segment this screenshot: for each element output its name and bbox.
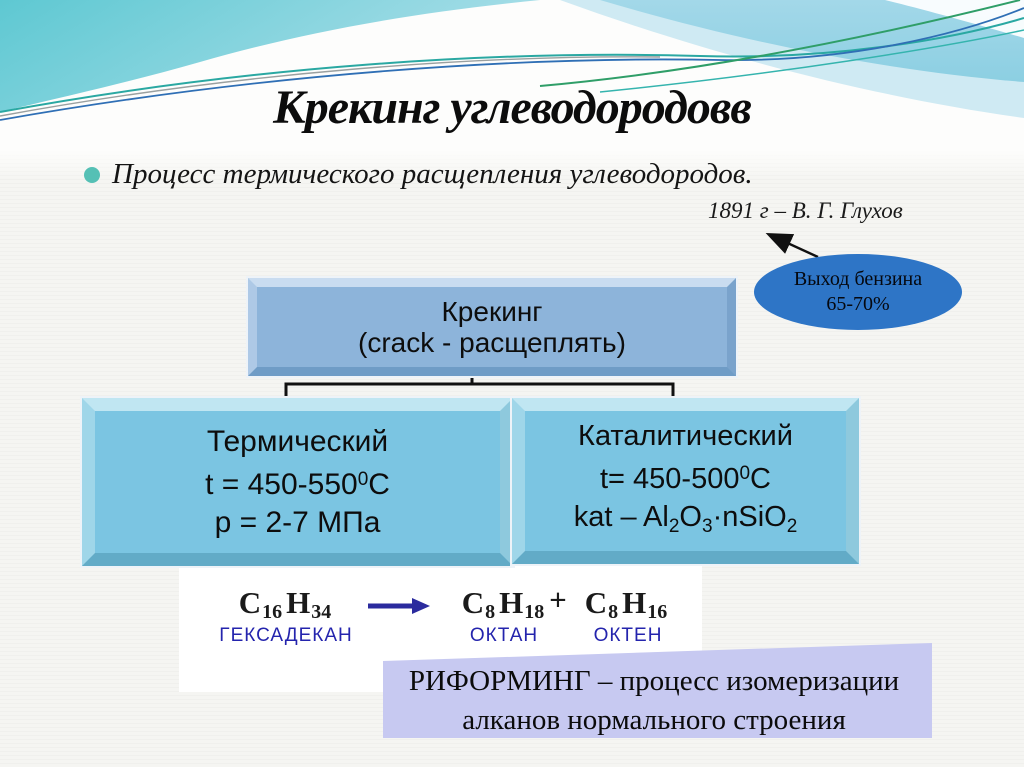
superscript-zero: 0 (357, 468, 369, 490)
bullet-row: Процесс термического расщепления углевод… (84, 158, 753, 191)
root-box-line2: (crack - расщеплять) (358, 327, 626, 358)
benzine-yield-ellipse: Выход бензина 65-70% (754, 254, 962, 330)
reforming-line2: алканов нормального строения (462, 704, 846, 736)
product2-label: ОКТЕН (593, 625, 663, 646)
cracking-root-box: Крекинг (crack - расщеплять) (248, 278, 736, 376)
product1-label: ОКТАН (469, 625, 539, 646)
thermal-pressure: p = 2-7 МПа (214, 505, 381, 539)
catalytic-cracking-box: Каталитический t= 450-5000С kat – Al2O3·… (512, 398, 859, 564)
attribution-text: 1891 г – В. Г. Глухов (708, 198, 903, 223)
reaction-arrow-icon (368, 598, 430, 614)
plus-sign: + (549, 582, 567, 617)
superscript-zero: 0 (739, 462, 751, 484)
catalytic-title: Каталитический (578, 419, 793, 452)
bullet-icon (84, 166, 100, 183)
reactant-label: ГЕКСАДЕКАН (219, 625, 353, 646)
attribution-arrow-icon (765, 233, 819, 259)
reforming-line1: РИФОРМИНГ – процесс изомеризации (408, 665, 900, 697)
thermal-title: Термический (206, 424, 389, 458)
slide-title: Крекинг углеводородовв (273, 81, 752, 135)
root-box-line1: Крекинг (441, 296, 543, 327)
yield-line2: 65-70% (826, 293, 890, 315)
yield-line1: Выход бензина (793, 268, 923, 290)
thermal-cracking-box: Термический t = 450-5500С p = 2-7 МПа (82, 398, 513, 566)
catalytic-catalyst: kat – Al2O3·nSiO2 (573, 500, 798, 537)
catalytic-temperature: t= 450-5000С (599, 462, 771, 495)
reforming-banner (383, 643, 932, 738)
bullet-text: Процесс термического расщепления углевод… (112, 158, 753, 190)
reforming-text: РИФОРМИНГ – процесс изомеризации алканов… (350, 662, 958, 740)
thermal-temperature: t = 450-5500С (205, 467, 390, 501)
